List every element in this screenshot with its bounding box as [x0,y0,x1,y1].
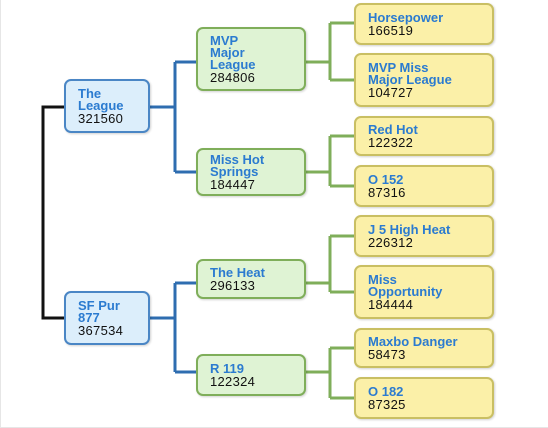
node-name: Miss Opportunity [368,271,443,299]
node-value: 296133 [210,277,256,293]
leaf-node: Red Hot 122322 [354,116,494,156]
node-name: Maxbo Danger [368,333,458,349]
leaf-node: O 152 87316 [354,165,494,207]
node-value: 122322 [368,134,414,150]
node-value: 58473 [368,346,406,362]
node-value: 226312 [368,234,414,250]
root2-connector [150,281,196,374]
mid2-connector [306,134,354,188]
frame-left-edge [0,0,1,428]
node-value: 122324 [210,373,256,389]
mid-node: The Heat 296133 [196,259,306,299]
mid-node: Miss Hot Springs 184447 [196,148,306,196]
node-value: 284806 [210,69,256,85]
leaf-node: O 182 87325 [354,377,494,419]
mid4-connector [306,346,354,400]
node-value: 166519 [368,22,414,38]
node-name: J 5 High Heat [368,221,451,237]
node-name: MVP Miss Major League [368,59,452,87]
node-name: The Heat [210,264,265,280]
mid3-connector [306,234,354,294]
leaf-node: Horsepower 166519 [354,3,494,45]
node-value: 367534 [78,322,124,338]
mid1-connector [306,21,354,82]
node-value: 184447 [210,176,256,192]
node-name: O 182 [368,383,404,399]
node-name: MVP Major League [210,32,256,72]
root1-connector [150,60,196,174]
node-name: SF Pur 877 [78,297,120,325]
trunk-connector [41,105,64,320]
leaf-node: J 5 High Heat 226312 [354,215,494,257]
node-value: 104727 [368,84,414,100]
node-name: The League [78,85,124,113]
node-name: O 152 [368,171,404,187]
node-value: 87325 [368,396,406,412]
leaf-node: MVP Miss Major League 104727 [354,53,494,107]
node-name: Miss Hot Springs [210,151,265,179]
node-name: Horsepower [368,9,444,25]
mid-node: MVP Major League 284806 [196,27,306,91]
root-node: The League 321560 [64,79,150,133]
leaf-node: Miss Opportunity 184444 [354,265,494,319]
node-value: 87316 [368,184,406,200]
leaf-node: Maxbo Danger 58473 [354,328,494,368]
root-node: SF Pur 877 367534 [64,291,150,345]
node-value: 184444 [368,296,414,312]
node-name: Red Hot [368,121,418,137]
mid-node: R 119 122324 [196,354,306,396]
node-value: 321560 [78,110,124,126]
node-name: R 119 [210,360,244,376]
